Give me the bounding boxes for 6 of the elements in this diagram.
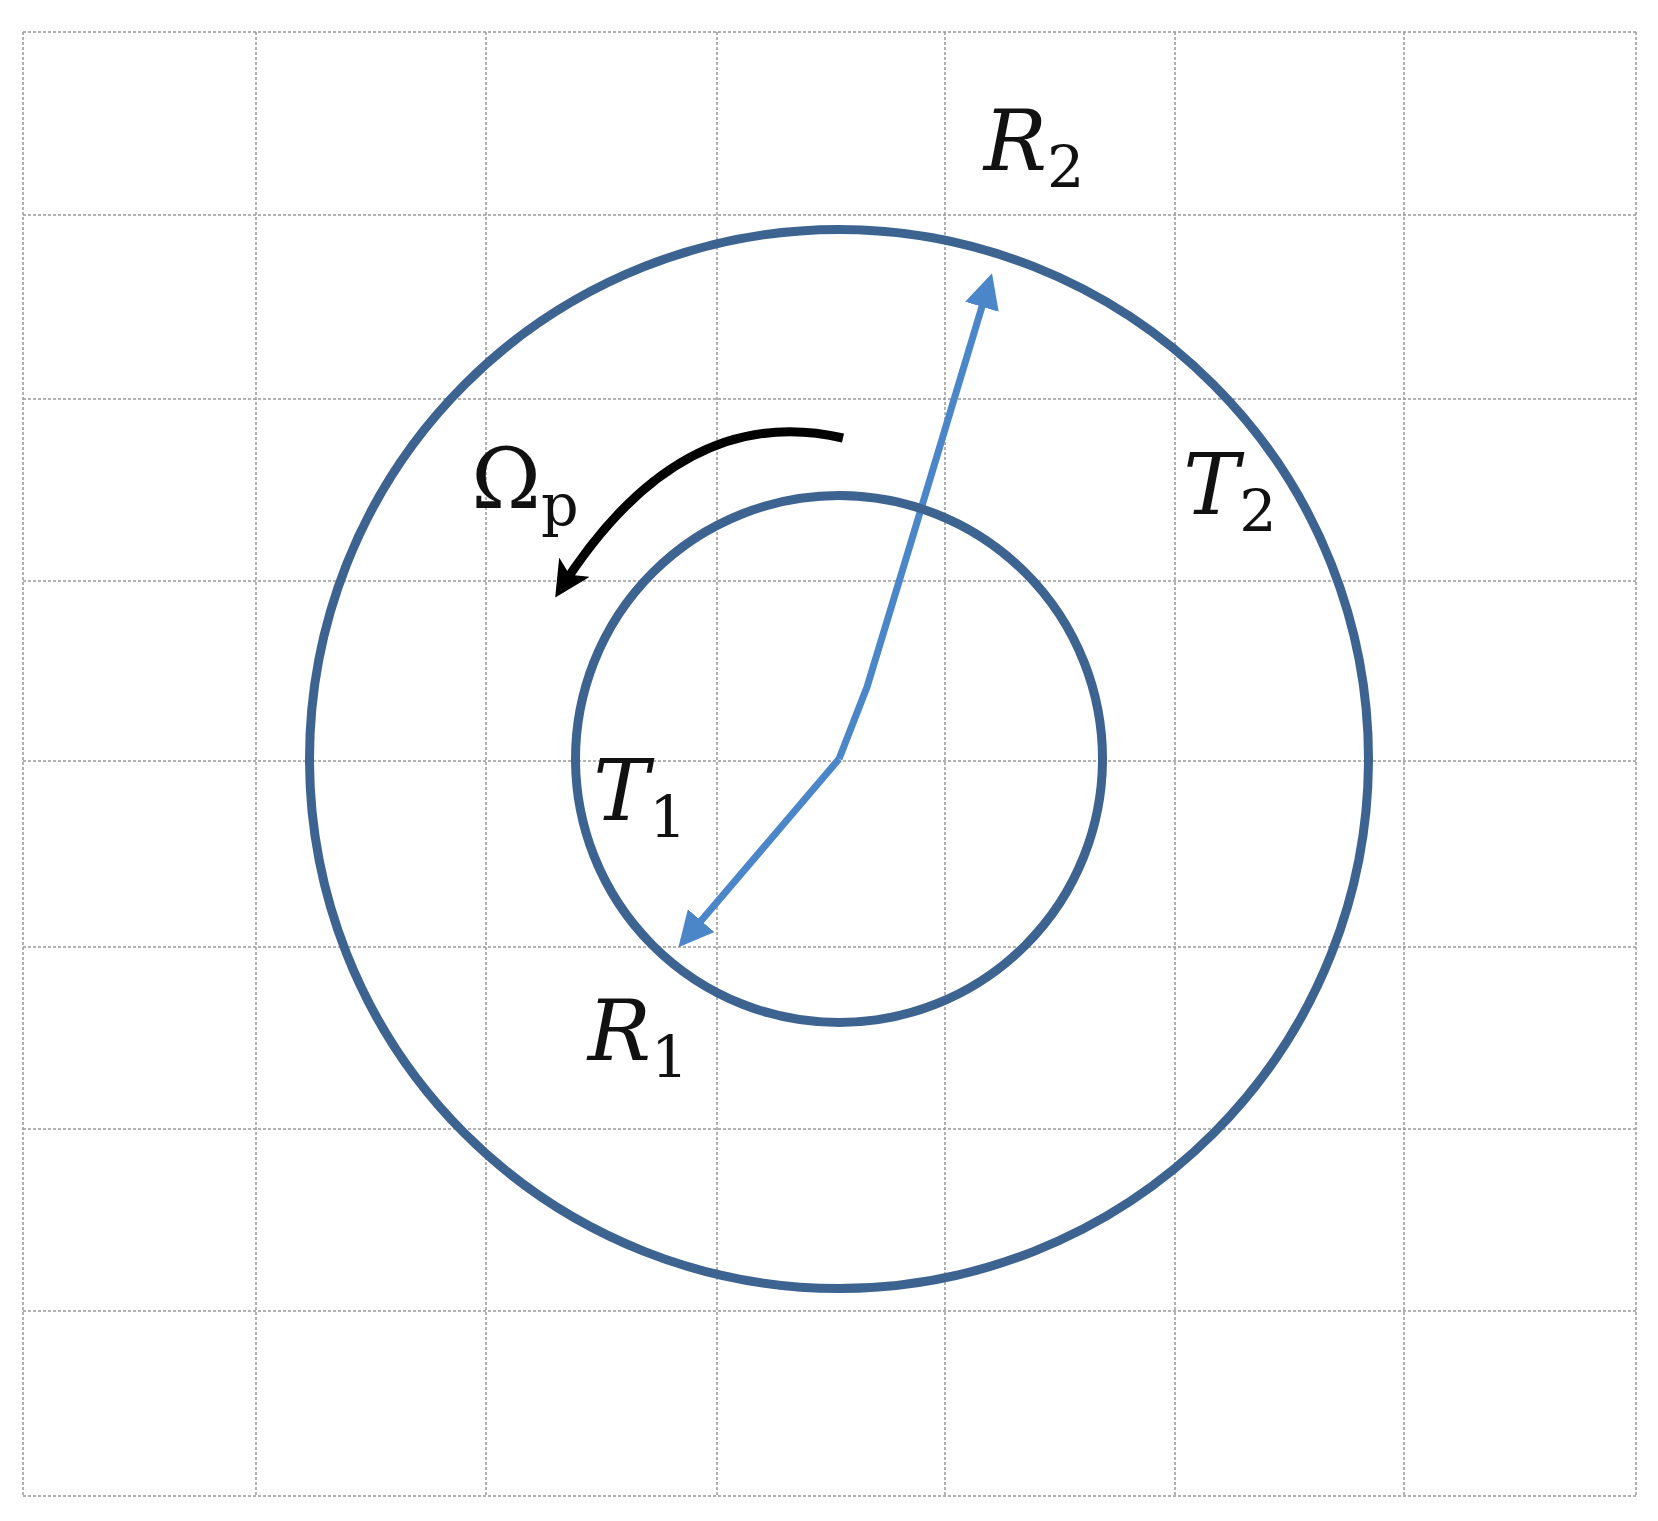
region-label: T$_{2}$ xyxy=(1183,442,1277,542)
math-label: Ω$_{p}$ xyxy=(471,436,579,536)
circle-outline xyxy=(305,225,1373,1293)
math-label: R$_{1}$ xyxy=(587,988,689,1088)
region-label: T$_{1}$ xyxy=(593,748,687,848)
math-label: R$_{2}$ xyxy=(983,98,1085,198)
